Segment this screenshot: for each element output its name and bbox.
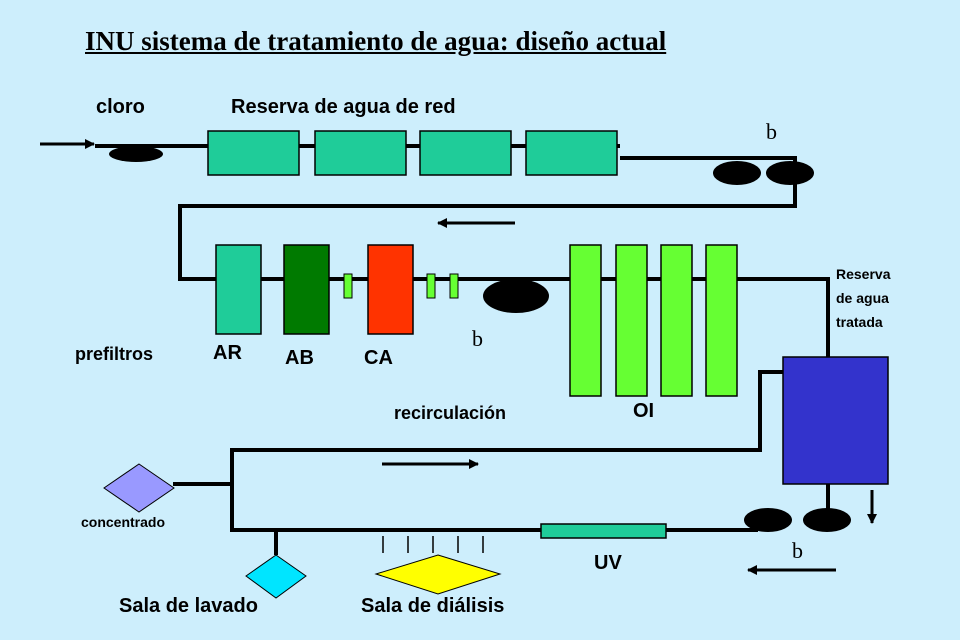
oi-membrane-3 bbox=[660, 244, 693, 397]
pump-top-label: b bbox=[766, 119, 777, 144]
concentrate-label: concentrado bbox=[81, 514, 166, 530]
prefilters-label: prefiltros bbox=[75, 344, 154, 364]
top-return-pipe bbox=[178, 156, 830, 357]
chlorine-label: cloro bbox=[96, 96, 145, 118]
small-filter-2 bbox=[426, 273, 436, 299]
dialysis-room-label: Sala de diálisis bbox=[361, 595, 505, 617]
small-filter-3 bbox=[449, 273, 459, 299]
wash-room-label: Sala de lavado bbox=[119, 595, 258, 617]
ca-label: CA bbox=[364, 347, 393, 369]
chlorine-injector bbox=[109, 146, 163, 162]
mains-tank-4 bbox=[525, 130, 618, 176]
mains-tank-2 bbox=[314, 130, 407, 176]
oi-membrane-1 bbox=[569, 244, 602, 397]
treated-water-tank bbox=[782, 356, 889, 485]
mains-reserve-tanks bbox=[207, 130, 618, 176]
dialysis-taps bbox=[382, 536, 484, 553]
ar-label: AR bbox=[213, 342, 242, 364]
small-filter-1 bbox=[343, 273, 353, 299]
mains-tank-3 bbox=[419, 130, 512, 176]
treated-reserve-label: Reserva de agua tratada bbox=[836, 266, 891, 330]
filter-ar bbox=[215, 244, 262, 335]
oi-label: OI bbox=[633, 400, 655, 422]
uv-lamp bbox=[540, 523, 667, 539]
oi-membranes bbox=[569, 244, 738, 397]
pump-bottom-right bbox=[803, 508, 851, 532]
treated-to-distribution-pipe bbox=[230, 370, 783, 532]
pump-middle bbox=[483, 279, 549, 313]
filter-ca bbox=[367, 244, 414, 335]
pump-top-left bbox=[713, 161, 761, 185]
page-title: INU sistema de tratamiento de agua: dise… bbox=[85, 26, 667, 56]
wash-room-diamond bbox=[245, 554, 307, 599]
mains-tank-1 bbox=[207, 130, 300, 176]
pump-bottom-label: b bbox=[792, 538, 803, 563]
mains-reserve-label: Reserva de agua de red bbox=[231, 96, 456, 118]
recirculation-label: recirculación bbox=[394, 403, 507, 423]
dialysis-room-diamond bbox=[374, 554, 502, 595]
oi-membrane-2 bbox=[615, 244, 648, 397]
uv-label: UV bbox=[594, 552, 622, 574]
ab-label: AB bbox=[285, 347, 314, 369]
pump-top-right bbox=[766, 161, 814, 185]
filter-ab bbox=[283, 244, 330, 335]
oi-membrane-4 bbox=[705, 244, 738, 397]
pump-middle-label: b bbox=[472, 326, 483, 351]
concentrate-diamond bbox=[103, 463, 175, 513]
pump-bottom-left bbox=[744, 508, 792, 532]
